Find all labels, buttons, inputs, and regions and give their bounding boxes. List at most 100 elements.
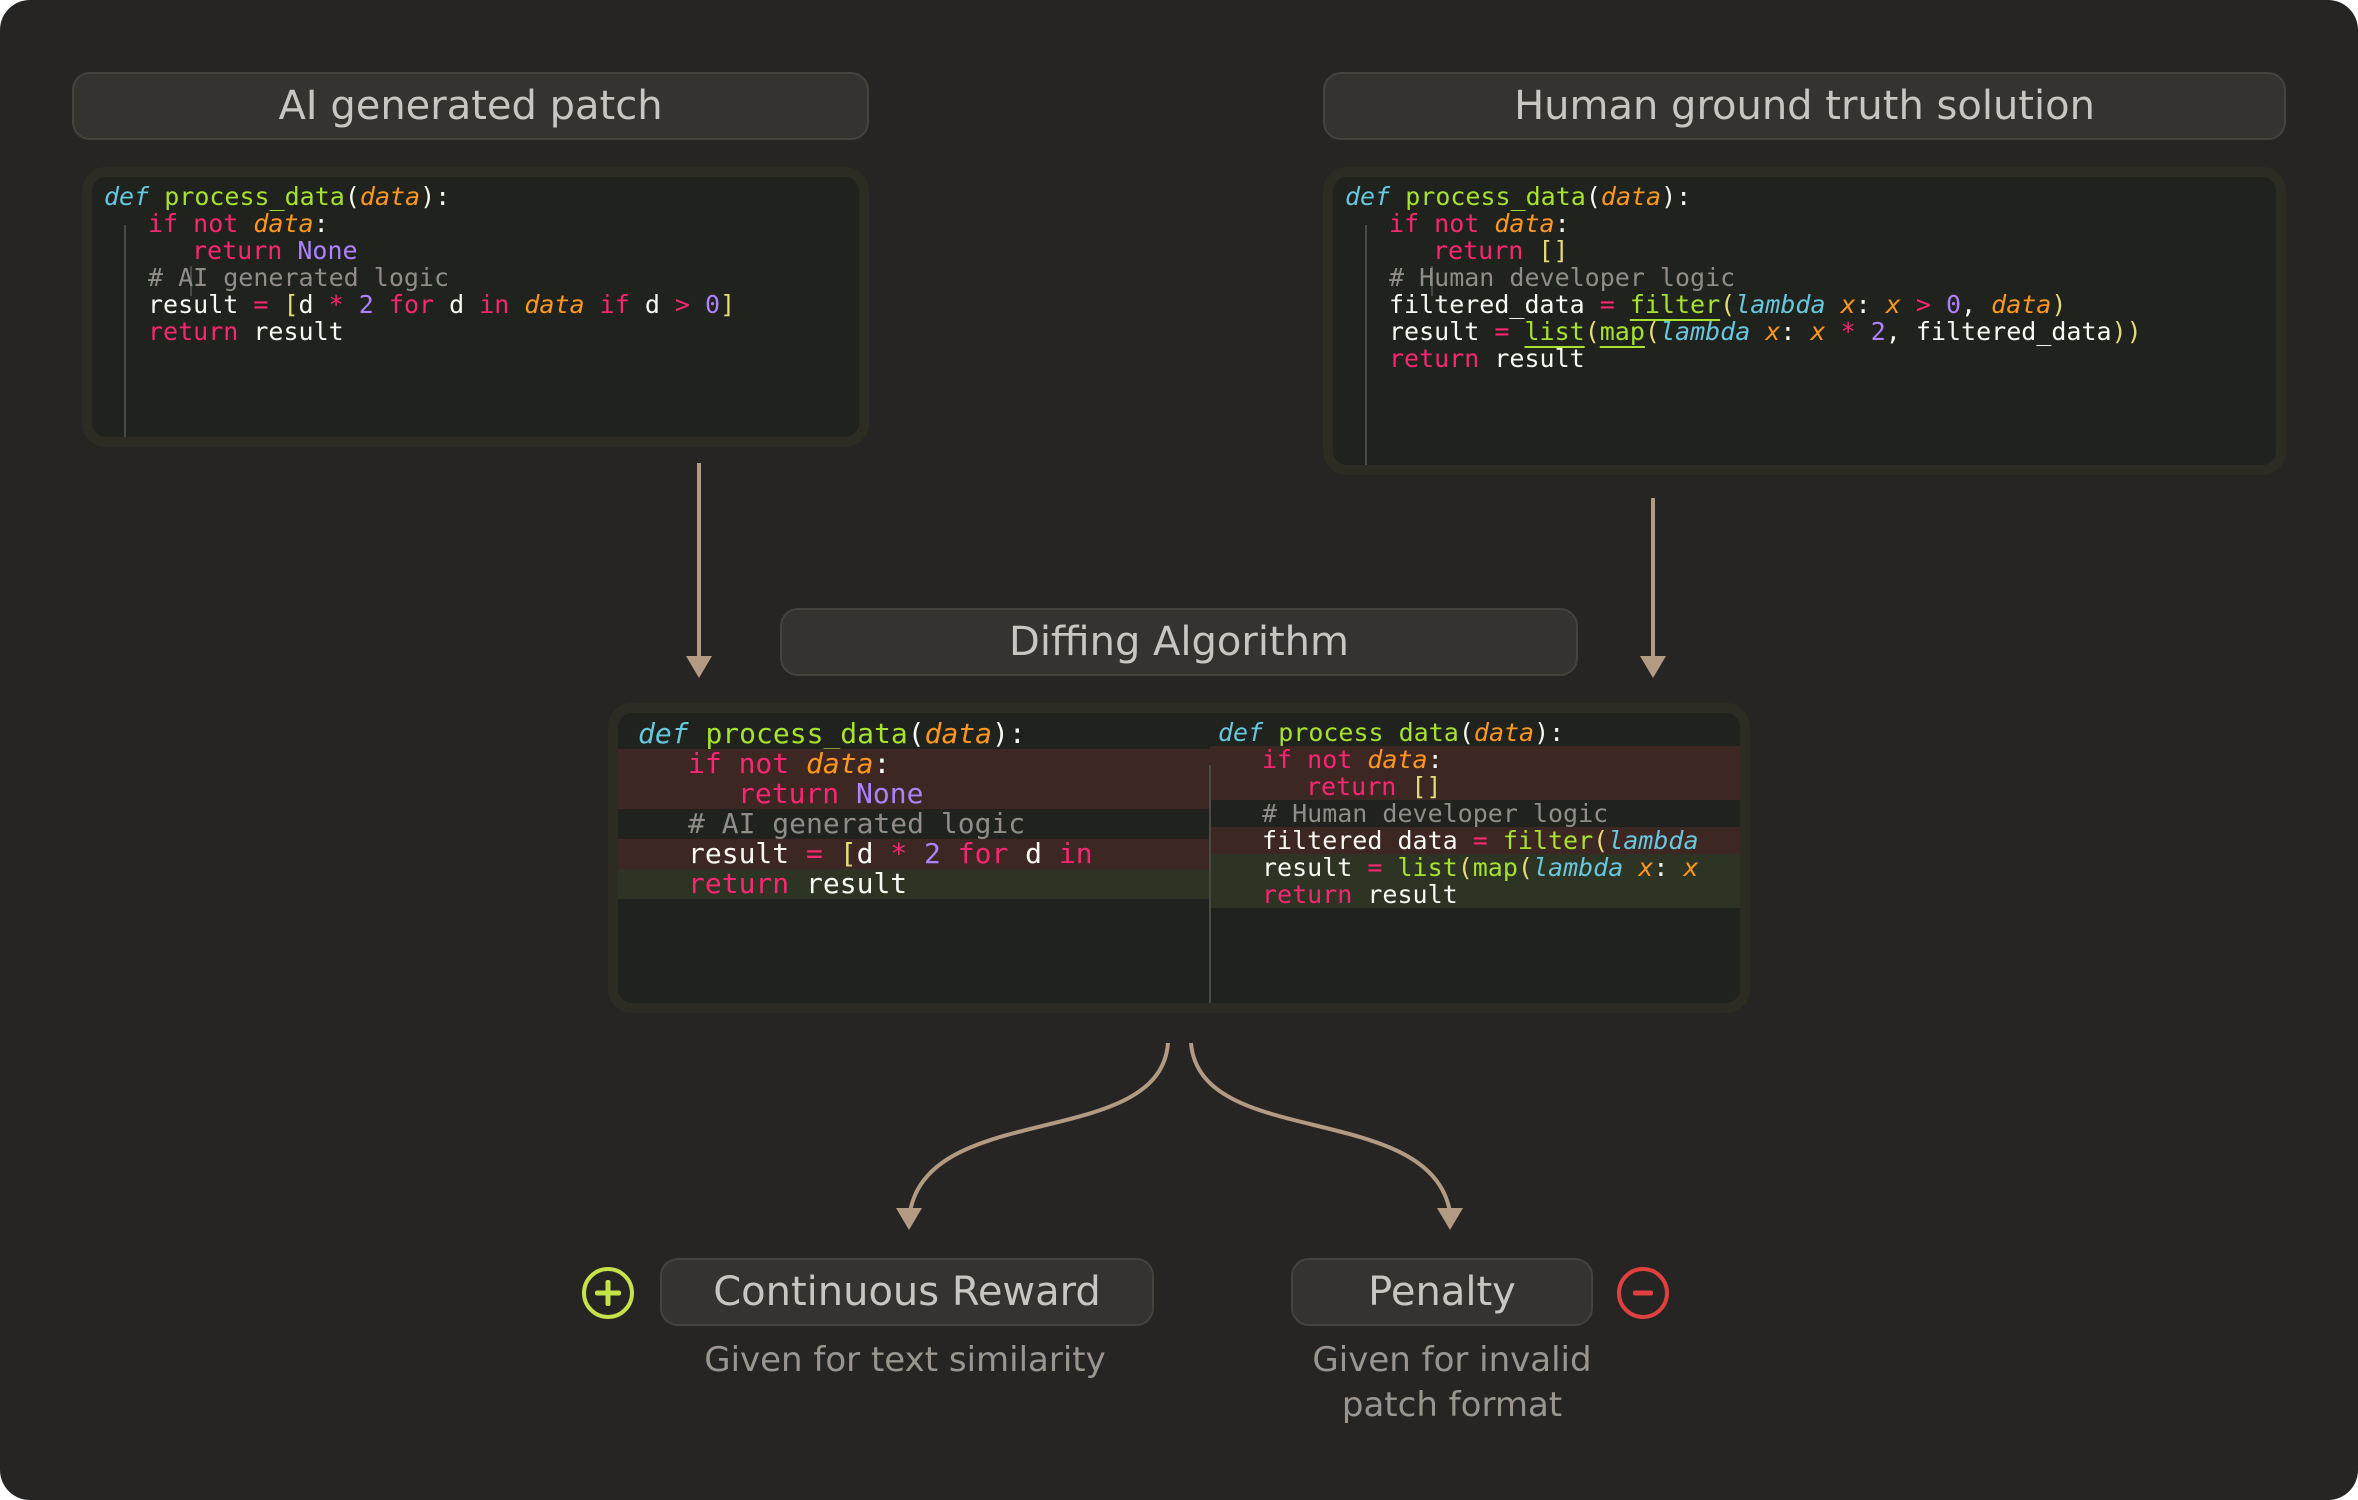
reward-caption: Given for text similarity [704,1340,1106,1380]
code-token: if not [1389,209,1480,238]
code-token [1750,317,1765,346]
code-token: : [1780,317,1811,346]
indent-guide [1431,266,1433,296]
code-token: ): [1661,182,1692,211]
code-line: def process_data(data): [1210,718,1740,747]
code-token: # AI generated logic [688,807,1026,840]
code-token: process_data [705,717,908,750]
code-token: data [806,747,874,780]
code-token: : [1554,209,1570,238]
penalty-caption-line2: patch format [1341,1385,1563,1425]
code-token: = [1479,317,1525,346]
code-line: if not data: [1333,210,2276,237]
diff-divider [1209,765,1211,1003]
code-token: > [674,290,690,319]
code-token [149,182,164,211]
code-line: # AI generated logic [618,809,1210,839]
continuous-reward-label: Continuous Reward [660,1258,1154,1326]
code-token: result [1389,317,1480,346]
penalty-caption-line1: Given for invalid [1312,1340,1592,1380]
code-token: x [1810,317,1826,346]
code-token [907,837,924,870]
code-token: [ [839,837,857,870]
code-token: lambda [1659,317,1751,346]
code-token: map [1472,853,1518,882]
code-token: , [1885,317,1916,346]
diff-left-side: def process_data(data):if not data:retur… [618,713,1210,1003]
code-token: filtered_data [1389,290,1585,319]
code-token: ( [1593,826,1609,855]
code-token: def [104,182,150,211]
code-token: result [1262,853,1353,882]
code-token: in [479,290,510,319]
code-token [238,317,253,346]
arrow-diff-to-penalty [1189,1042,1463,1230]
code-token: process_data [1405,182,1586,211]
code-token: ) [2051,290,2067,319]
code-token: if not [148,209,239,238]
code-token: d [856,837,891,870]
code-line: filtered_data = filter(lambda [1210,826,1740,855]
code-token [1623,853,1638,882]
code-token: x [1638,853,1654,882]
code-token: # Human developer logic [1262,799,1609,828]
code-token: data [253,209,314,238]
code-line: return result [618,869,1210,899]
code-token: result [688,837,790,870]
code-token: : [1427,745,1443,774]
code-token: [] [1538,236,1569,265]
code-token [1479,209,1494,238]
code-token: ] [720,290,736,319]
code-line: return result [1333,345,2276,372]
code-token: ( [907,717,925,750]
code-token [1523,236,1538,265]
code-token [374,290,389,319]
code-token [1352,880,1367,909]
code-token: result [253,317,344,346]
code-line: result = list(map(lambda x: x * 2, filte… [1333,318,2276,345]
code-line: if not data: [618,749,1210,779]
code-token: data [1367,745,1428,774]
code-token: data [924,717,993,750]
code-token [690,290,705,319]
code-token: return [1433,236,1524,265]
arrow-ai-to-diff [686,463,712,678]
code-token: d [298,290,329,319]
code-token: ( [1720,290,1736,319]
code-token: : [313,209,329,238]
code-token: x [1683,853,1699,882]
code-token: = [1457,826,1503,855]
code-token: None [297,236,358,265]
code-token: > [1900,290,1946,319]
code-token: def [1218,718,1264,747]
indent-guide [124,225,126,437]
code-token: d [434,290,480,319]
code-token: filtered_data [1915,317,2112,346]
code-line: # Human developer logic [1333,264,2276,291]
code-token: x [1840,290,1856,319]
code-token: filtered_data [1262,826,1458,855]
indent-guide [190,266,192,296]
code-token [238,209,253,238]
code-token: process_data [164,182,345,211]
code-token: result [1367,880,1458,909]
indent-guide [1365,225,1367,465]
code-token: data [1600,182,1662,211]
code-token: for [957,837,1009,870]
code-token: )) [2111,317,2142,346]
code-token: = [1584,290,1630,319]
code-token: # AI generated logic [148,263,450,292]
ai-patch-code-panel: def process_data(data):if not data:retur… [82,167,869,447]
code-line: def process_data(data): [92,183,859,210]
code-token: if not [1262,745,1353,774]
code-token: list [1524,317,1585,346]
code-token: ): [992,717,1026,750]
penalty-label: Penalty [1291,1258,1593,1326]
code-token: data [524,290,585,319]
code-token: 0 [705,290,721,319]
minus-circle-icon [1617,1267,1669,1319]
code-token: if [599,290,630,319]
code-token [1479,344,1494,373]
code-token [941,837,958,870]
